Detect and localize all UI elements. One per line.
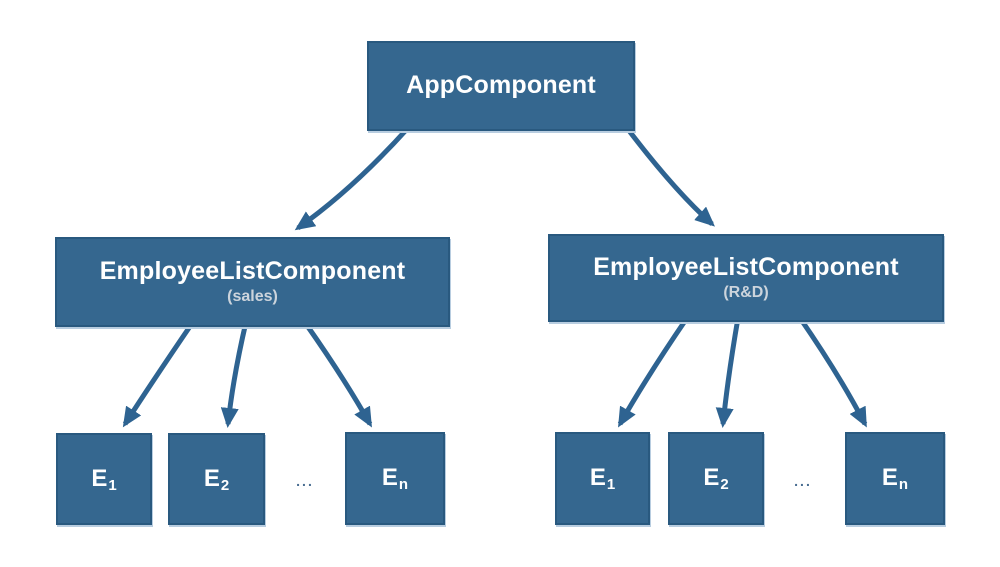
node-rnd-e2-label: E2 bbox=[703, 464, 729, 493]
rnd-ellipsis: ... bbox=[794, 473, 812, 489]
node-app-component: AppComponent bbox=[367, 41, 635, 131]
arrow-rnd-to-e1 bbox=[617, 316, 690, 428]
node-employee-list-rnd-label: EmployeeListComponent bbox=[593, 252, 899, 281]
node-sales-en-label: En bbox=[381, 464, 409, 493]
node-rnd-en-label: En bbox=[881, 464, 909, 493]
node-employee-list-sales-label: EmployeeListComponent bbox=[99, 256, 406, 285]
node-app-component-label: AppComponent bbox=[406, 71, 596, 100]
arrow-sales-to-e1 bbox=[122, 320, 196, 428]
node-rnd-e1: E1 bbox=[555, 432, 650, 525]
node-employee-list-rnd-sublabel: (R&D) bbox=[723, 284, 769, 302]
sales-ellipsis: ... bbox=[296, 473, 314, 489]
node-rnd-e2: E2 bbox=[668, 432, 764, 525]
arrow-rnd-to-en bbox=[797, 316, 868, 428]
node-sales-e2-label: E2 bbox=[203, 464, 230, 494]
node-sales-e2: E2 bbox=[168, 433, 265, 525]
node-employee-list-sales: EmployeeListComponent (sales) bbox=[55, 237, 450, 327]
arrow-rnd-to-e2 bbox=[715, 317, 741, 428]
node-rnd-en: En bbox=[845, 432, 945, 525]
node-employee-list-sales-sublabel: (sales) bbox=[227, 288, 278, 306]
node-rnd-e1-label: E1 bbox=[589, 464, 616, 493]
node-sales-e1: E1 bbox=[56, 433, 152, 525]
arrow-sales-to-e2 bbox=[220, 321, 249, 428]
node-sales-en: En bbox=[345, 432, 445, 525]
arrow-root-to-sales-list bbox=[294, 126, 410, 231]
arrow-root-to-rnd-list bbox=[625, 126, 715, 227]
node-employee-list-rnd: EmployeeListComponent (R&D) bbox=[548, 234, 944, 322]
node-sales-e1-label: E1 bbox=[91, 464, 117, 494]
arrow-sales-to-en bbox=[303, 322, 373, 428]
